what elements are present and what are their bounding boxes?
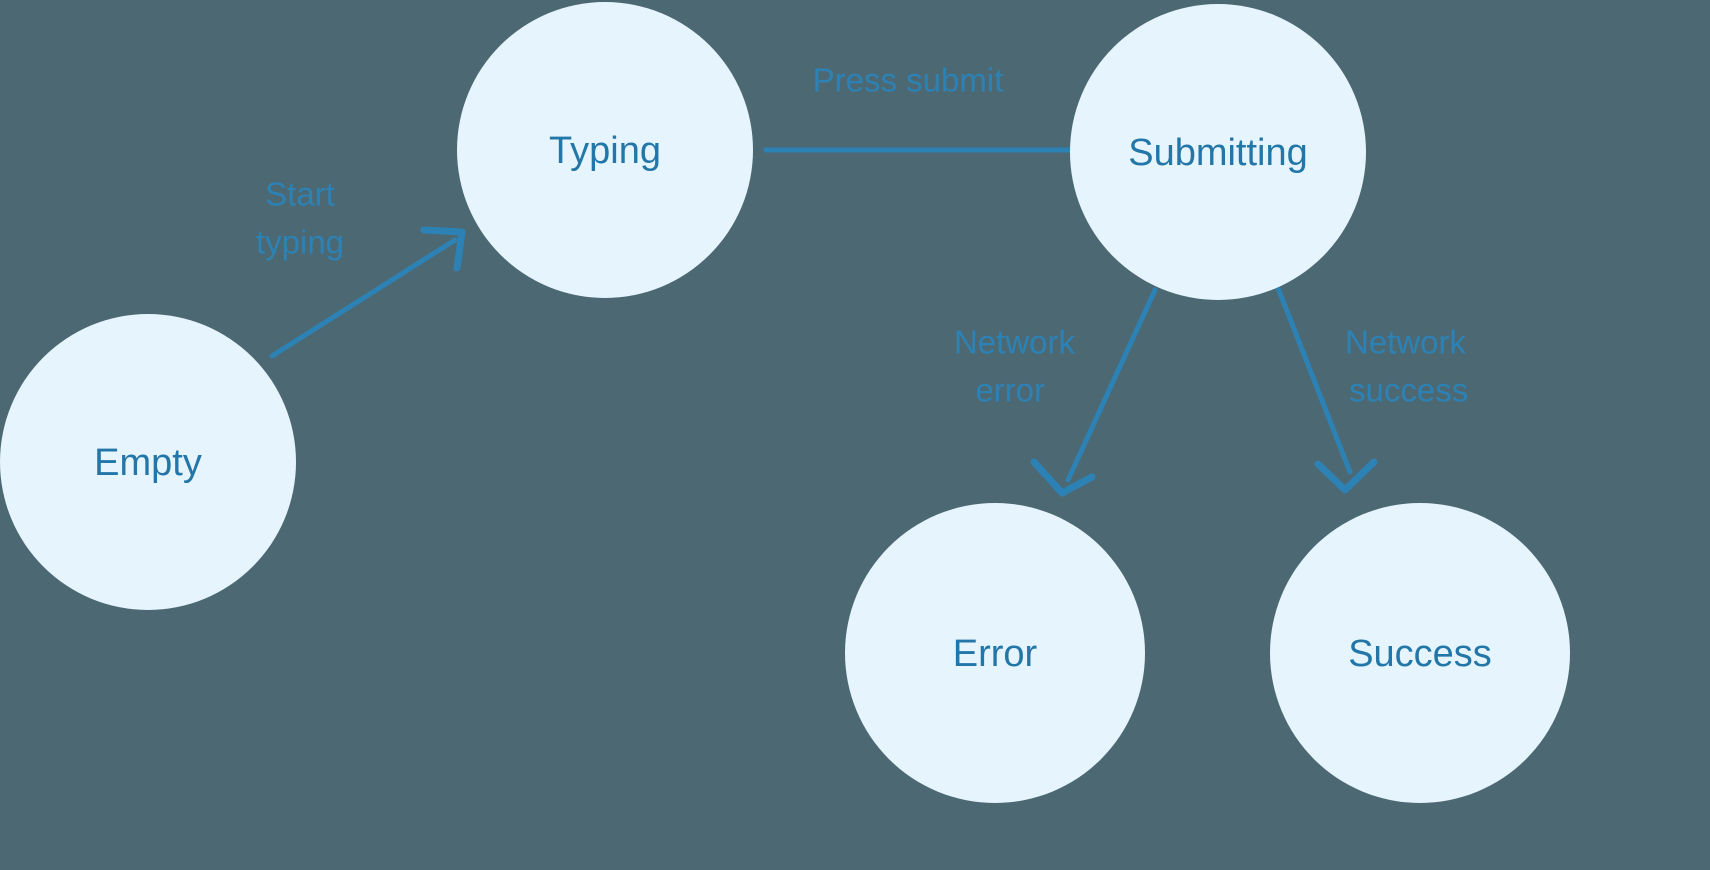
node-error-label: Error (953, 633, 1038, 675)
node-typing[interactable]: Typing (457, 2, 753, 298)
edge-empty-to-typing: Start typing (256, 176, 466, 359)
node-submitting-label: Submitting (1128, 132, 1308, 174)
edge-label-press-submit: Press submit (813, 62, 1004, 99)
node-success-circle[interactable] (1270, 503, 1570, 803)
arrowhead-icon-submitting-success (1314, 458, 1378, 494)
node-error-circle[interactable] (845, 503, 1145, 803)
edge-typing-to-submitting: Press submit (763, 62, 1132, 182)
node-typing-label: Typing (549, 130, 661, 172)
node-typing-circle[interactable] (457, 2, 753, 298)
node-submitting[interactable]: Submitting (1070, 4, 1366, 300)
edge-line-submitting-error (1065, 287, 1158, 483)
edge-submitting-to-success: Network success (1275, 285, 1468, 494)
edge-label-start-typing-line1: Start (265, 176, 335, 213)
arrowhead-icon-submitting-error (1030, 458, 1096, 497)
node-empty[interactable]: Empty (0, 314, 296, 610)
edge-label-network-success-line1: Network (1345, 324, 1467, 361)
node-error[interactable]: Error (845, 503, 1145, 803)
edge-label-network-success-line2: success (1349, 372, 1468, 409)
edge-label-network-error-line1: Network (954, 324, 1076, 361)
arrowhead-icon-empty-typing (420, 226, 466, 272)
node-empty-label: Empty (94, 442, 202, 484)
edge-line-empty-typing (269, 237, 458, 359)
node-success-label: Success (1348, 633, 1492, 675)
edge-submitting-to-error: Network error (954, 287, 1158, 497)
edge-label-network-error-line2: error (975, 372, 1045, 409)
node-empty-circle[interactable] (0, 314, 296, 610)
edge-line-submitting-success (1275, 285, 1353, 475)
node-submitting-circle[interactable] (1070, 4, 1366, 300)
edge-label-start-typing-line2: typing (256, 224, 344, 261)
node-success[interactable]: Success (1270, 503, 1570, 803)
